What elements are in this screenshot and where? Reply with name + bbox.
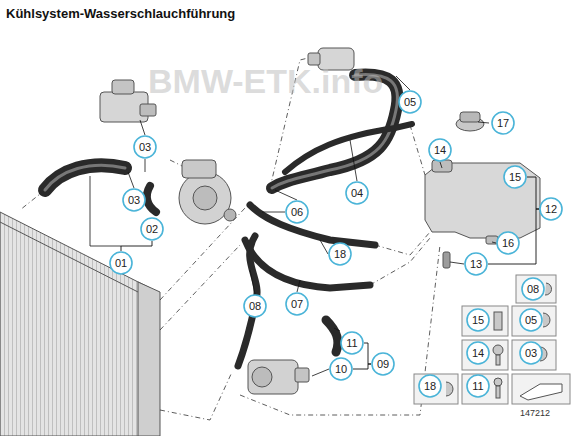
callout-circle: 03 [133,135,157,159]
callout-circle: 18 [418,374,442,398]
callout-ring [244,295,266,317]
bracket-line [527,177,539,209]
callout-number: 14 [466,347,490,359]
callout-ring [286,293,308,315]
callout-ring [399,91,421,113]
callout-ring [492,112,514,134]
callout-ring [465,253,487,275]
callout-circle: 15 [503,165,527,189]
callout-ring [520,342,542,364]
callout-number: 11 [466,380,490,392]
callout-circle: 09 [371,352,395,376]
callout-ring [110,252,132,274]
callout-circle: 05 [519,308,543,332]
callout-number: 04 [345,187,369,199]
callout-ring [372,353,394,375]
callout-number: 02 [140,223,164,235]
bracket-line [488,209,539,264]
callout-circle: 01 [109,251,133,275]
callout-circle: 05 [398,90,422,114]
callout-number: 15 [466,314,490,326]
callout-ring [504,166,526,188]
callout-circle: 11 [466,374,490,398]
callout-number: 09 [371,358,395,370]
callout-number: 15 [503,171,527,183]
callout-circle: 14 [466,341,490,365]
callout-ring [134,136,156,158]
callout-circle: 04 [345,181,369,205]
callout-number: 08 [521,283,545,295]
callout-circle: 14 [428,138,452,162]
callout-circle: 15 [466,308,490,332]
callout-circle: 17 [491,111,515,135]
callout-ring [286,201,308,223]
bracket-line [353,364,371,369]
callout-number: 05 [519,314,543,326]
callout-number: 08 [243,300,267,312]
callout-ring [419,375,441,397]
callout-number: 14 [428,144,452,156]
callout-number: 07 [285,298,309,310]
callout-number: 10 [329,363,353,375]
callout-number: 12 [539,203,563,215]
callout-number: 03 [122,194,146,206]
callout-ring [540,198,562,220]
figure-number: 147212 [520,408,550,418]
callout-ring [429,139,451,161]
callout-circle: 06 [285,200,309,224]
callout-number: 11 [340,337,364,349]
callout-ring [123,189,145,211]
callout-circle: 03 [519,341,543,365]
callout-number: 17 [491,117,515,129]
callout-circle: 03 [122,188,146,212]
callout-ring [330,358,352,380]
callout-circle: 13 [464,252,488,276]
callout-circle: 02 [140,217,164,241]
callout-number: 06 [285,206,309,218]
callout-ring [141,218,163,240]
callout-ring [520,309,542,331]
callout-circle: 10 [329,357,353,381]
callout-number: 13 [464,258,488,270]
callout-circle: 16 [496,231,520,255]
diagram-title: Kühlsystem-Wasserschlauchführung [6,6,235,21]
callout-ring [522,278,544,300]
callout-circle: 12 [539,197,563,221]
callout-circle: 11 [340,331,364,355]
callout-ring [467,375,489,397]
callout-number: 18 [418,380,442,392]
callout-ring [467,309,489,331]
callout-ring [346,182,368,204]
callout-circle: 07 [285,292,309,316]
callout-number: 01 [109,257,133,269]
callout-circle: 08 [243,294,267,318]
callout-ring [341,332,363,354]
callout-number: 18 [328,248,352,260]
callout-number: 16 [496,237,520,249]
callout-circle: 18 [328,242,352,266]
bracket-line [364,343,371,364]
watermark: BMW-ETK.info [148,62,383,101]
callout-ring [467,342,489,364]
callout-ring [329,243,351,265]
callout-number: 05 [398,96,422,108]
callout-ring [497,232,519,254]
callout-circle: 08 [521,277,545,301]
callout-number: 03 [519,347,543,359]
callout-number: 03 [133,141,157,153]
bracket-line [121,241,152,251]
